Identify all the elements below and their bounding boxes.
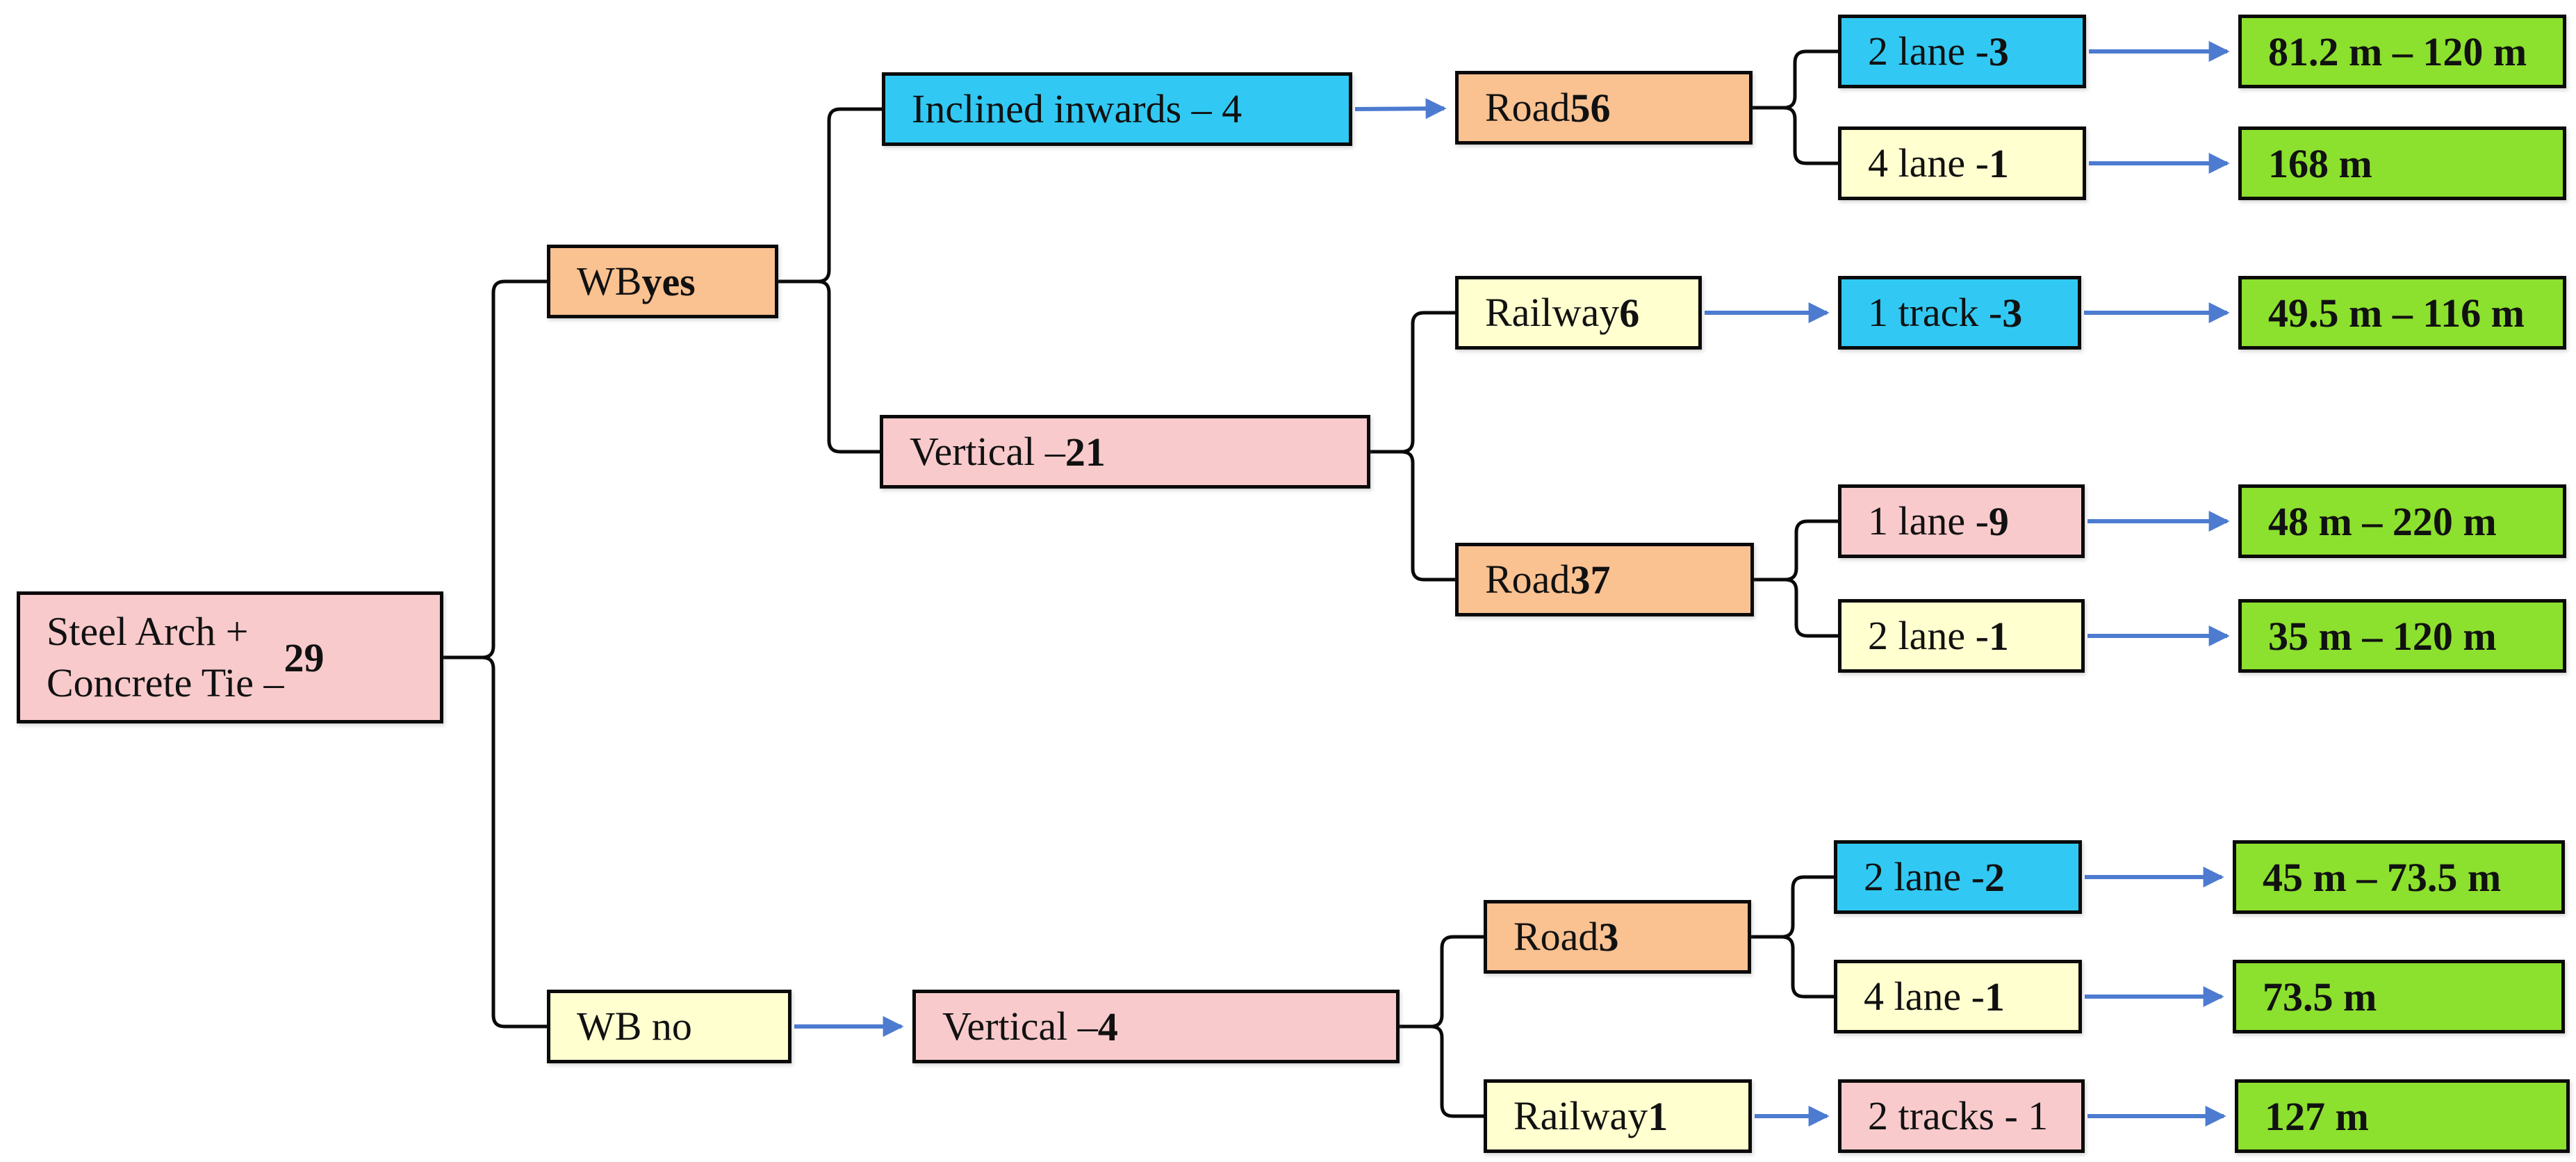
node-2-lane-3: 2 lane - 3 (1838, 15, 2086, 88)
node-label: 2 lane - (1868, 612, 1989, 658)
node-label: Inclined inwards – 4 (912, 85, 1242, 131)
bracket-vertical-21 (1370, 311, 1455, 582)
bracket-road-3 (1751, 875, 1834, 999)
node-value: 49.5 m – 116 m (2268, 290, 2525, 336)
bracket-road-56 (1753, 49, 1838, 165)
node-label: 2 tracks - 1 (1868, 1093, 2049, 1138)
node-wb-no: WB no (547, 990, 791, 1063)
node-count: yes (641, 259, 696, 304)
node-count: 4 (1097, 1004, 1118, 1049)
node-span-73: 73.5 m (2233, 960, 2565, 1033)
node-label: Railway (1513, 1093, 1648, 1138)
node-label: Vertical – (910, 428, 1065, 474)
node-label: Road (1513, 913, 1599, 959)
node-count: 3 (1598, 914, 1619, 960)
node-count: 2 (1984, 854, 2005, 900)
node-count: 37 (1570, 557, 1611, 603)
node-wb-yes: WB yes (547, 245, 778, 318)
bracket-root (443, 279, 547, 1029)
node-value: 168 m (2268, 140, 2372, 186)
node-road-3: Road 3 (1484, 900, 1751, 974)
node-count: 1 (1984, 974, 2005, 1020)
node-count: 1 (1648, 1093, 1668, 1139)
node-vertical-4: Vertical – 4 (912, 990, 1400, 1063)
node-value: 81.2 m – 120 m (2268, 28, 2527, 74)
node-steel-arch-root: Steel Arch + Concrete Tie – 29 (17, 591, 443, 723)
node-span-49-116: 49.5 m – 116 m (2238, 276, 2566, 350)
node-span-45-73: 45 m – 73.5 m (2233, 840, 2565, 914)
node-value: 45 m – 73.5 m (2263, 854, 2502, 900)
node-4-lane-1-top: 4 lane - 1 (1838, 126, 2086, 200)
node-label: Vertical – (942, 1003, 1098, 1049)
arrow-inclined-to-road56 (1354, 98, 1447, 120)
node-value: 48 m – 220 m (2268, 498, 2497, 544)
node-span-35-120: 35 m – 120 m (2238, 599, 2566, 673)
node-label: WB no (577, 1003, 692, 1049)
node-label: Road (1485, 84, 1570, 130)
bracket-road-37 (1754, 519, 1838, 638)
node-count: 1 (1988, 140, 2009, 186)
node-label: 1 track - (1868, 289, 2003, 335)
node-count: 29 (284, 635, 325, 680)
node-label: 2 lane - (1864, 853, 1985, 899)
node-railway-1: Railway 1 (1484, 1079, 1752, 1153)
node-label: Steel Arch + Concrete Tie – (47, 608, 284, 705)
node-railway-6: Railway 6 (1455, 276, 1702, 350)
node-count: 21 (1065, 429, 1106, 475)
node-label: WB (577, 258, 642, 304)
bracket-vertical-4 (1400, 935, 1484, 1118)
node-2-lane-2: 2 lane - 2 (1834, 840, 2082, 914)
node-label: Road (1485, 556, 1570, 602)
node-1-lane-9: 1 lane - 9 (1838, 484, 2085, 558)
node-label: 4 lane - (1868, 140, 1989, 186)
node-2-tracks-1: 2 tracks - 1 (1838, 1079, 2085, 1153)
node-count: 9 (1988, 498, 2009, 544)
node-value: 127 m (2265, 1093, 2369, 1139)
node-vertical-21: Vertical – 21 (880, 415, 1370, 489)
node-value: 73.5 m (2263, 974, 2377, 1020)
bracket-wb-yes (778, 107, 882, 454)
node-inclined-inwards-4: Inclined inwards – 4 (882, 72, 1352, 146)
node-span-48-220: 48 m – 220 m (2238, 484, 2566, 558)
node-count: 56 (1570, 85, 1611, 131)
node-label: Railway (1485, 289, 1620, 335)
node-span-127: 127 m (2235, 1079, 2570, 1153)
node-2-lane-1: 2 lane - 1 (1838, 599, 2085, 673)
node-count: 6 (1619, 290, 1640, 336)
node-value: 35 m – 120 m (2268, 613, 2497, 659)
node-span-81-120: 81.2 m – 120 m (2238, 15, 2566, 88)
node-road-37: Road 37 (1455, 543, 1754, 616)
node-1-track-3: 1 track - 3 (1838, 276, 2081, 350)
node-span-168: 168 m (2238, 126, 2566, 200)
node-label: 1 lane - (1868, 498, 1989, 543)
node-count: 3 (2002, 290, 2023, 336)
node-count: 1 (1988, 613, 2009, 659)
node-label: 4 lane - (1864, 973, 1985, 1019)
node-4-lane-1-bottom: 4 lane - 1 (1834, 960, 2082, 1033)
node-road-56: Road 56 (1455, 71, 1753, 145)
node-label: 2 lane - (1868, 28, 1989, 74)
node-count: 3 (1988, 28, 2009, 74)
